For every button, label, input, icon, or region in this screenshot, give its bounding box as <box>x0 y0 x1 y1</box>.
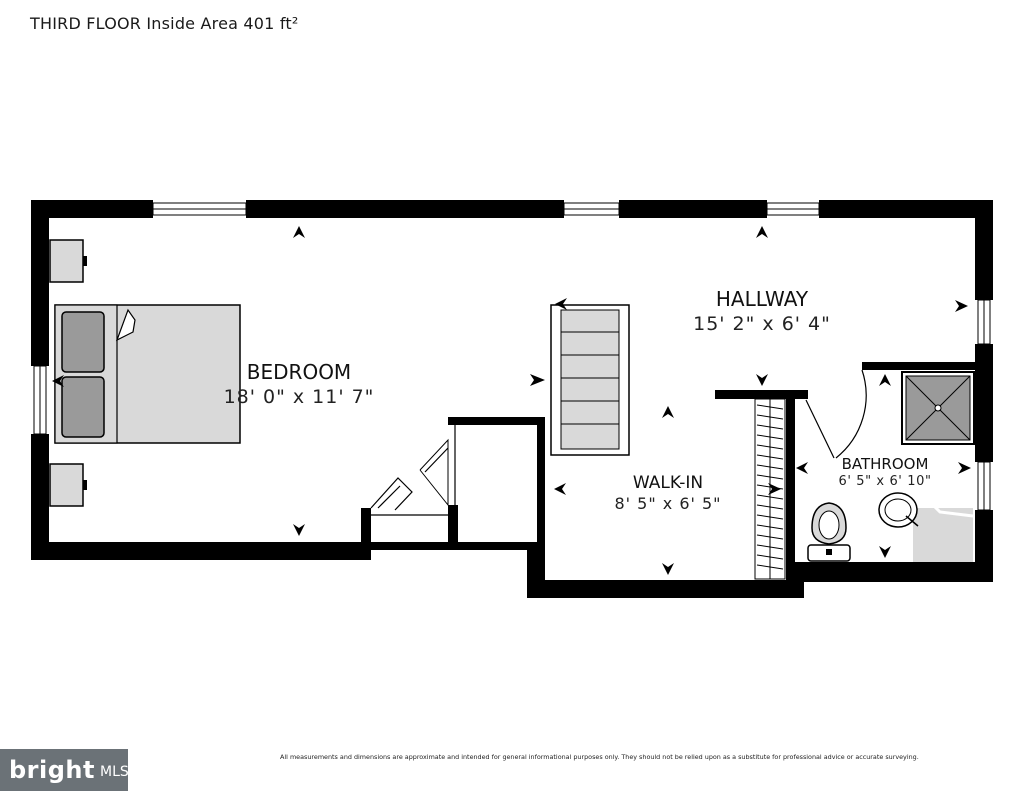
arrow-down-icon <box>662 563 674 575</box>
wall-top-2 <box>246 200 564 218</box>
arrow-up-icon <box>879 374 891 386</box>
bright-mls-logo: bright MLS <box>0 749 129 791</box>
closet-wall-mid <box>448 505 458 550</box>
arrow-up-icon <box>662 406 674 418</box>
windows <box>33 202 991 511</box>
nightstand-top <box>49 239 84 283</box>
closet-wall-left <box>361 508 371 550</box>
room-name-walkin: WALK-IN <box>633 473 703 493</box>
wall-right-2 <box>975 344 993 462</box>
arrow-left-icon <box>52 375 64 387</box>
nightstand-bottom <box>49 463 84 507</box>
room-name-hallway: HALLWAY <box>716 287 809 311</box>
closet-wall-top <box>448 417 545 425</box>
pillow-2 <box>61 376 105 438</box>
wall-bath-top <box>862 362 993 370</box>
vanity <box>913 508 973 562</box>
arrow-up-icon <box>293 226 305 238</box>
room-dims-bedroom: 18' 0" x 11' 7" <box>224 386 375 408</box>
closet-doors <box>370 425 456 516</box>
wall-bath-left <box>786 390 795 570</box>
arrow-right-icon <box>955 300 968 312</box>
arrow-right-icon <box>530 374 545 386</box>
direction-markers <box>52 226 971 575</box>
room-name-bedroom: BEDROOM <box>247 360 351 384</box>
walls <box>31 200 993 598</box>
staircase <box>550 304 630 456</box>
pillow-1 <box>61 311 105 373</box>
wall-right-1 <box>975 200 993 300</box>
arrow-down-icon <box>879 546 891 558</box>
floor-title: THIRD FLOOR Inside Area 401 ft² <box>30 14 299 33</box>
bedroom-furniture <box>49 239 241 507</box>
arrow-left-icon <box>796 462 808 474</box>
closet-wall-right <box>537 417 545 548</box>
bathroom-door <box>805 369 867 459</box>
logo-suffix: MLS <box>99 763 129 780</box>
arrow-down-icon <box>756 374 768 386</box>
wall-bottom-bath <box>786 562 993 582</box>
disclaimer-text: All measurements and dimensions are appr… <box>280 753 919 761</box>
wall-left-1 <box>31 200 49 366</box>
arrow-right-icon <box>958 462 971 474</box>
wall-top-3 <box>619 200 767 218</box>
room-dims-bathroom: 6' 5" x 6' 10" <box>838 474 931 489</box>
arrow-down-icon <box>293 524 305 536</box>
wall-top-1 <box>31 200 153 218</box>
logo-wordmark: bright <box>9 756 95 784</box>
room-dims-hallway: 15' 2" x 6' 4" <box>693 313 831 335</box>
wall-left-2 <box>31 434 49 560</box>
room-dims-walkin: 8' 5" x 6' 5" <box>614 494 721 513</box>
arrow-up-icon <box>756 226 768 238</box>
bathroom-fixtures <box>807 371 975 562</box>
wall-bottom-bedroom <box>31 542 371 560</box>
wall-walkin-top <box>715 390 808 399</box>
room-name-bathroom: BATHROOM <box>842 455 929 473</box>
arrow-right-icon <box>768 483 781 495</box>
wall-bottom-walkin <box>527 580 804 598</box>
arrow-left-icon <box>554 483 566 495</box>
arrow-left-icon <box>555 298 567 310</box>
wall-top-4 <box>819 200 993 218</box>
